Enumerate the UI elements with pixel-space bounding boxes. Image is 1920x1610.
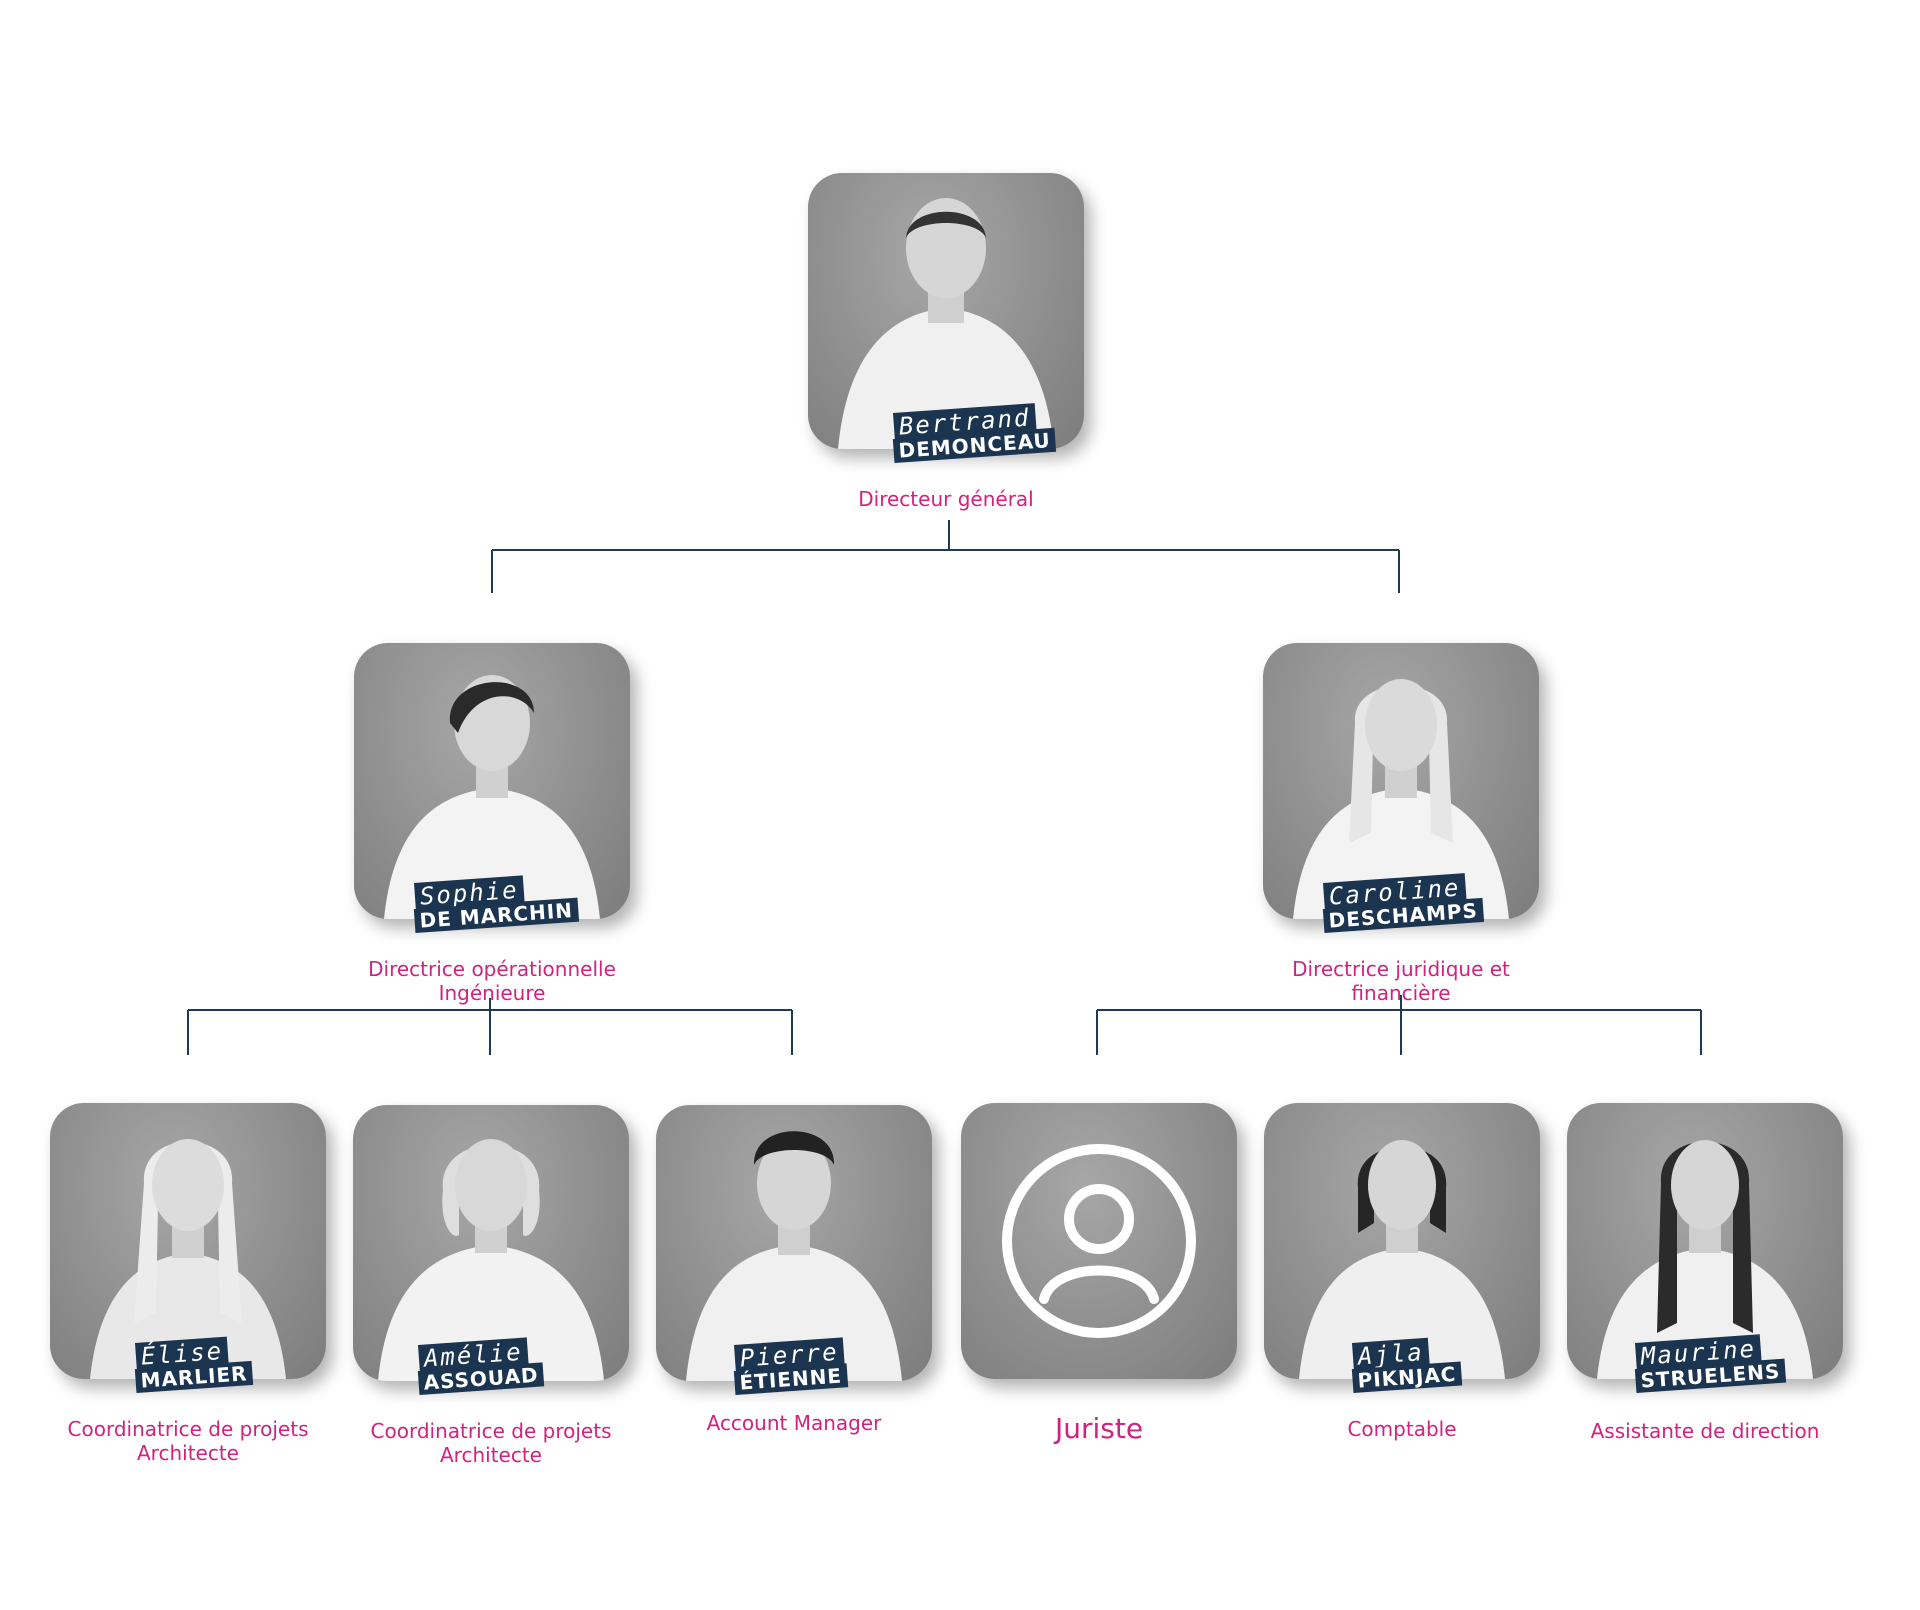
person-silhouette (90, 1139, 286, 1379)
name-tag: Maurine STRUELENS (1634, 1333, 1787, 1394)
portrait-placeholder (961, 1103, 1237, 1379)
job-title: Juriste (1054, 1412, 1144, 1445)
job-title: Coordinatrice de projets Architecte (370, 1419, 612, 1467)
job-title: Account Manager (706, 1411, 882, 1435)
name-tag: Pierre ÉTIENNE (733, 1337, 848, 1396)
person-silhouette (1299, 1140, 1505, 1379)
name-tag: Ajla PIKNJAC (1351, 1336, 1463, 1394)
job-title: Directrice opérationnelle Ingénieure (368, 957, 616, 1005)
name-tag: Élise MARLIER (134, 1335, 254, 1394)
job-title: Assistante de direction (1590, 1419, 1820, 1443)
connector-sophie-to-team (187, 998, 793, 1055)
portrait-photo (50, 1103, 326, 1379)
name-tag: Amélie ASSOUAD (417, 1336, 545, 1396)
job-title: Comptable (1347, 1417, 1457, 1441)
connector-caroline-to-team (1096, 995, 1702, 1055)
job-title: Coordinatrice de projets Architecte (67, 1417, 309, 1465)
portrait-photo (656, 1105, 932, 1381)
connector-ceo-to-directors (491, 520, 1400, 593)
job-title: Directrice juridique et financière (1292, 957, 1510, 1005)
portrait-photo (1264, 1103, 1540, 1379)
person-silhouette (686, 1131, 902, 1381)
portrait-photo (1567, 1103, 1843, 1379)
job-title: Directeur général (858, 487, 1034, 511)
user-placeholder-icon (1002, 1144, 1196, 1338)
